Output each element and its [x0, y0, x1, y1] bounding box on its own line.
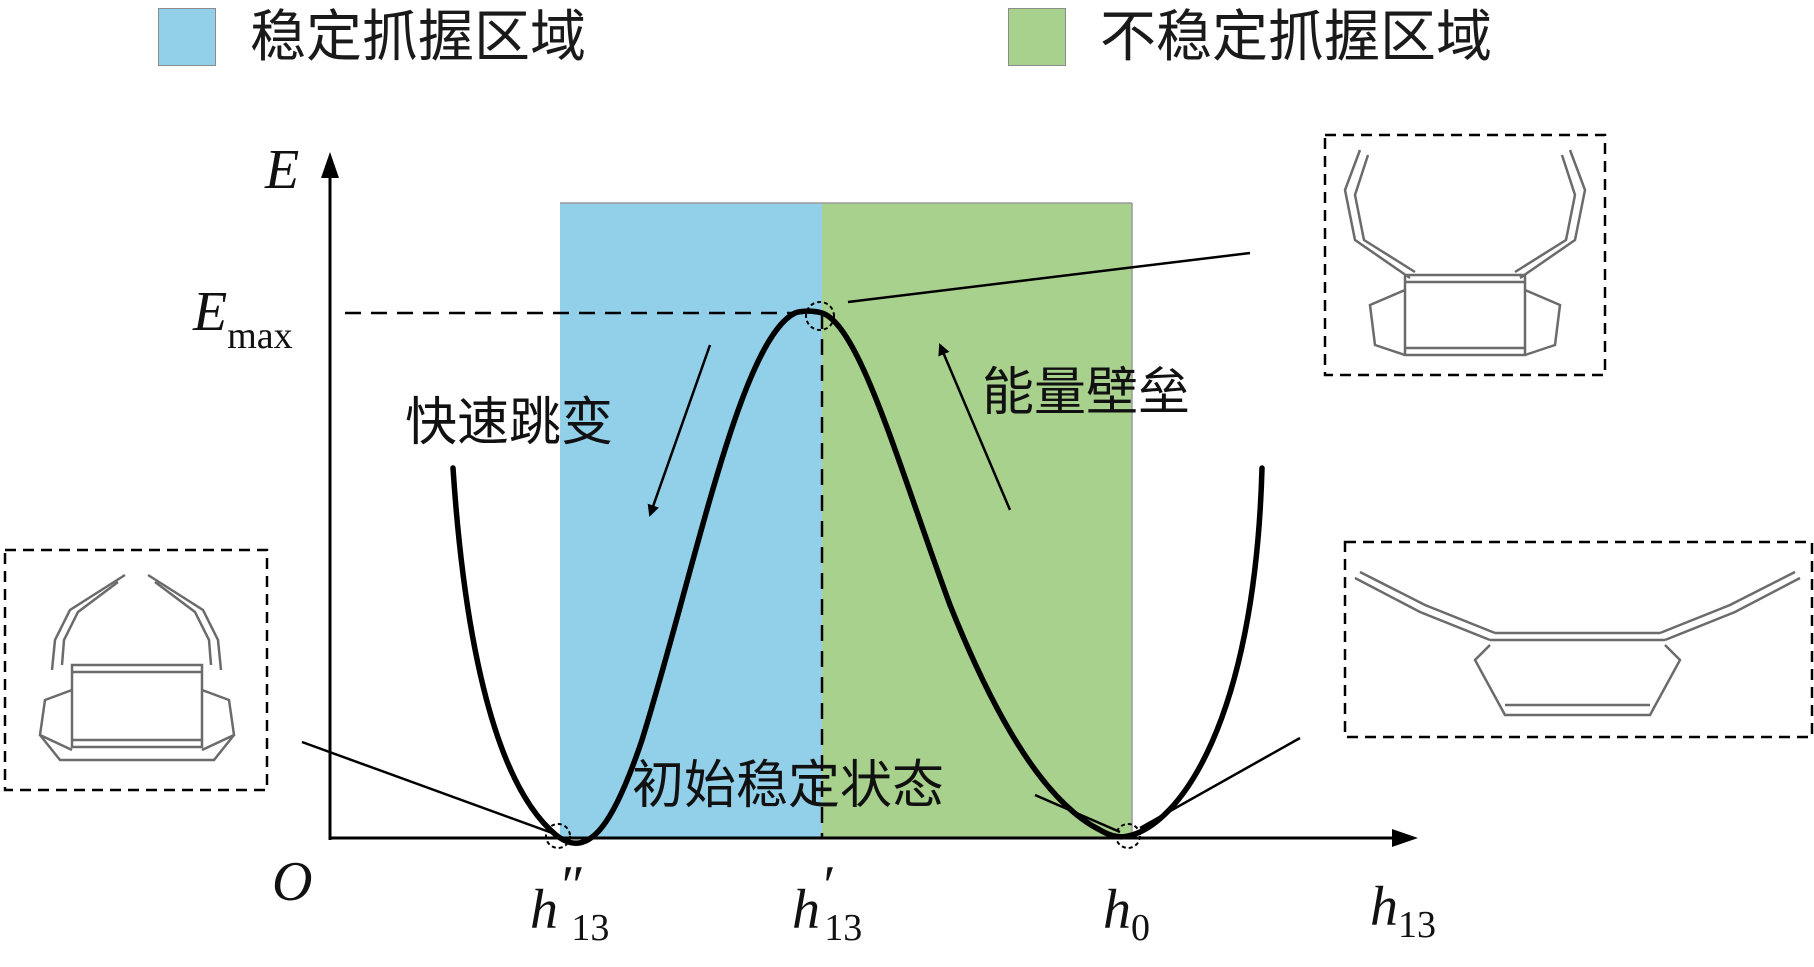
tick-h13-double-prime-prime: ″	[558, 855, 582, 917]
tick-h13-prime-main: h	[792, 879, 820, 941]
y-axis-label: E	[264, 139, 299, 201]
tick-h0-sub: 0	[1131, 907, 1150, 949]
leader-left-minimum	[301, 740, 556, 836]
energy-barrier-arrow	[938, 343, 1012, 511]
right-minimum-marker	[1115, 823, 1141, 849]
unstable-region	[822, 203, 1132, 838]
mechanism-half-open-gripper-drawing	[1343, 149, 1587, 357]
initial-stable-state-label: 初始稳定状态	[632, 756, 944, 816]
leader-initial-state	[1034, 793, 1121, 834]
mechanism-open-gripper-drawing	[1354, 570, 1801, 717]
energy-curve	[450, 308, 1265, 846]
origin-label: O	[272, 851, 312, 913]
x-axis-arrow	[1392, 829, 1418, 847]
snap-through-arrow	[647, 344, 712, 517]
legend-swatch-unstable	[1008, 8, 1066, 66]
snap-through-label: 快速跳变	[405, 393, 613, 453]
emax-label-main: E	[192, 281, 227, 343]
leader-peak	[847, 251, 1251, 304]
tick-h13-double-prime: h″13	[530, 855, 609, 949]
tick-h13-prime-prime: ′	[820, 855, 833, 917]
tick-h13-prime: h′13	[792, 855, 862, 949]
stable-region	[560, 203, 822, 838]
x-axis-label-main: h	[1370, 876, 1398, 938]
x-axis-label-sub: 13	[1398, 904, 1436, 946]
mechanism-closed-gripper-frame	[3, 548, 269, 792]
left-minimum-marker	[545, 823, 571, 849]
legend-label-unstable: 不稳定抓握区域	[1100, 5, 1492, 70]
tick-h13-double-prime-sub: 13	[571, 907, 609, 949]
mechanism-half-open-gripper-frame	[1323, 133, 1607, 377]
y-axis-arrow	[321, 152, 339, 178]
energy-barrier-label: 能量壁垒	[982, 363, 1190, 423]
legend-label-stable: 稳定抓握区域	[250, 5, 586, 70]
emax-label: Emax	[192, 281, 293, 357]
mechanism-closed-gripper	[3, 548, 269, 792]
legend-swatch-stable	[158, 8, 216, 66]
mechanism-open-gripper	[1343, 540, 1814, 739]
mechanism-closed-gripper-drawing	[38, 573, 236, 762]
tick-h13-double-prime-main: h	[530, 879, 558, 941]
tick-h0: h0	[1103, 879, 1150, 949]
peak-marker	[805, 301, 835, 331]
mechanism-half-open-gripper	[1323, 133, 1607, 377]
leader-right-minimum	[1139, 736, 1301, 830]
x-axis-label: h13	[1370, 876, 1436, 946]
emax-label-sub: max	[227, 315, 292, 357]
tick-h0-main: h	[1103, 879, 1131, 941]
tick-h13-prime-sub: 13	[824, 907, 862, 949]
